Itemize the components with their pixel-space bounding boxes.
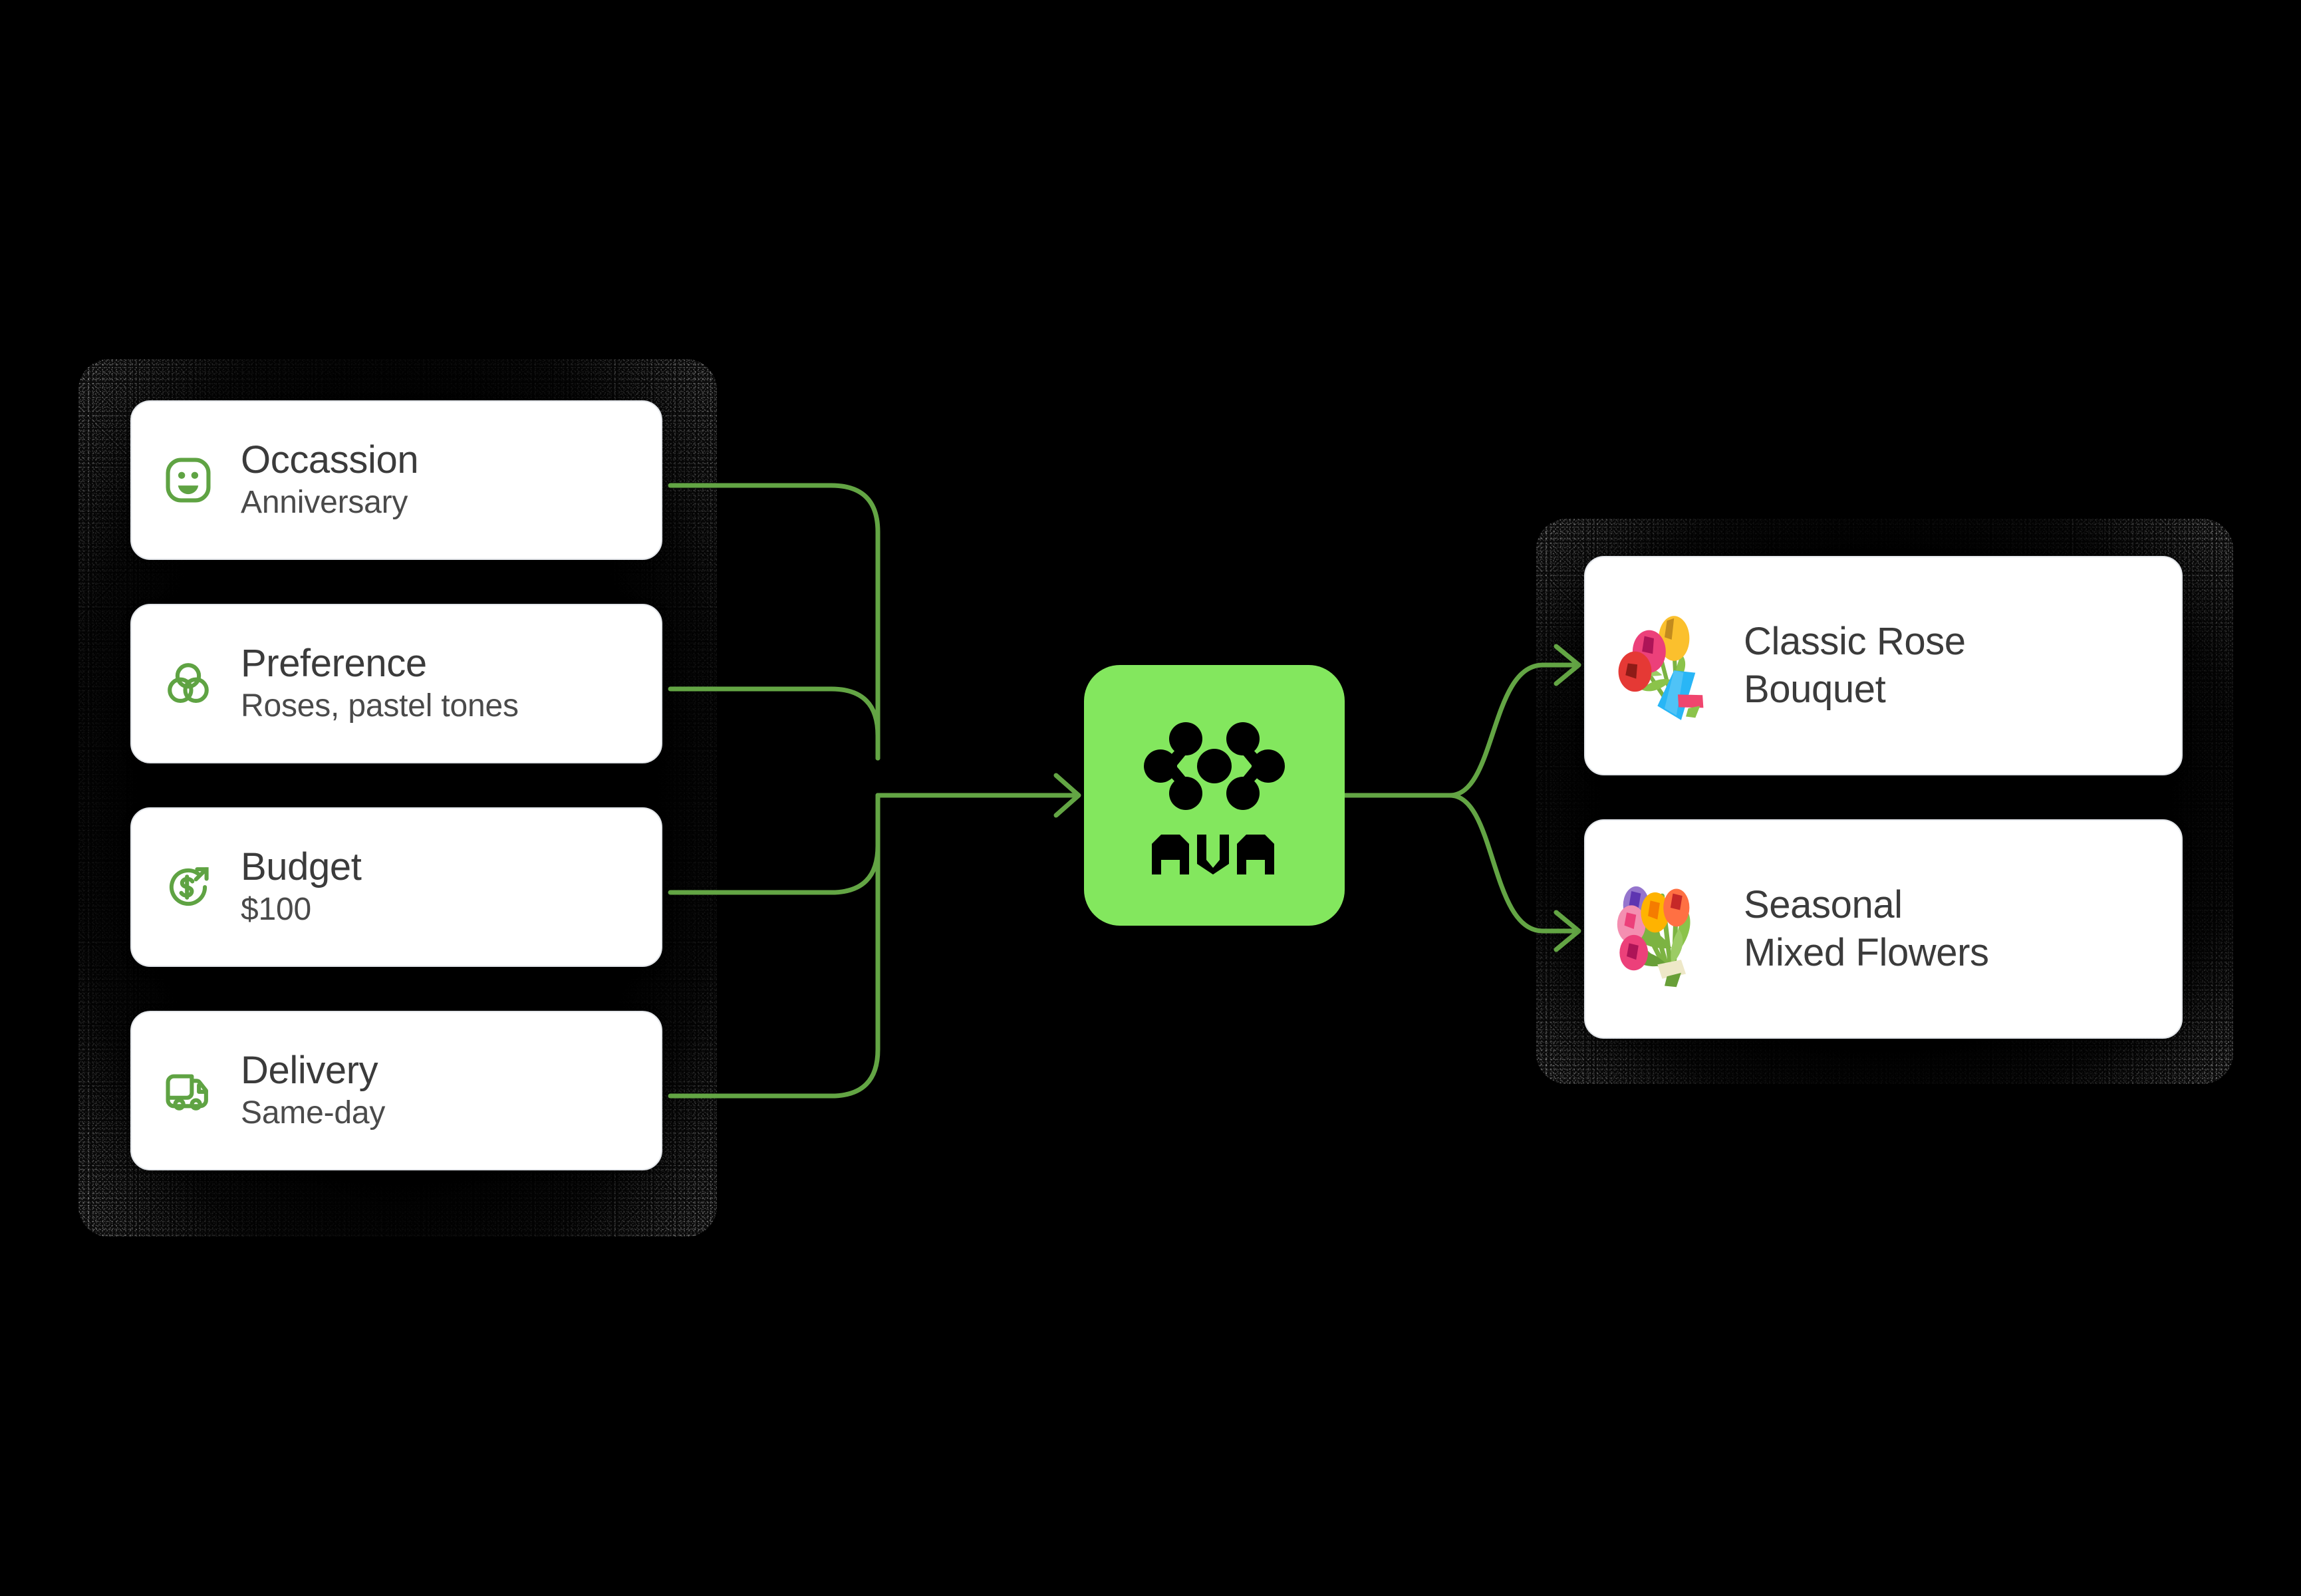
input-card-title: Budget <box>241 845 362 888</box>
input-card-text: Budget $100 <box>241 845 362 928</box>
smiley-face-icon <box>160 452 217 509</box>
input-card-title: Occassion <box>241 438 419 481</box>
input-card-text: Delivery Same-day <box>241 1048 386 1131</box>
input-card-value: Same-day <box>241 1095 386 1131</box>
input-card-value: Roses, pastel tones <box>241 688 519 724</box>
input-card-text: Occassion Anniversary <box>241 438 419 521</box>
output-card-title-line2: Mixed Flowers <box>1744 931 1989 974</box>
ava-molecule-icon <box>1144 722 1285 810</box>
output-card-title-line1: Classic Rose <box>1744 620 1966 664</box>
input-card-title: Delivery <box>241 1048 378 1092</box>
ava-wordmark <box>1152 835 1274 874</box>
delivery-truck-icon <box>160 1062 217 1119</box>
output-card-seasonal-mixed[interactable]: Seasonal Mixed Flowers <box>1584 819 2183 1039</box>
output-card-title-line2: Bouquet <box>1744 668 1886 711</box>
output-card-classic-rose[interactable]: Classic Rose Bouquet <box>1584 556 2183 775</box>
input-card-text: Preference Roses, pastel tones <box>241 641 519 724</box>
input-card-delivery[interactable]: Delivery Same-day <box>130 1011 662 1170</box>
arrowhead-into-ava <box>1053 773 1081 818</box>
input-card-preference[interactable]: Preference Roses, pastel tones <box>130 604 662 763</box>
input-card-occassion[interactable]: Occassion Anniversary <box>130 400 662 560</box>
input-card-value: Anniversary <box>241 485 408 521</box>
output-panel-cards: Classic Rose Bouquet <box>1536 519 2233 1084</box>
output-card-title-line1: Seasonal <box>1744 883 1903 927</box>
input-card-value: $100 <box>241 892 311 928</box>
output-card-title: Classic Rose Bouquet <box>1744 618 1966 714</box>
bouquet-emoji <box>1605 606 1724 725</box>
input-card-title: Preference <box>241 641 427 685</box>
ava-agent-node[interactable] <box>1084 665 1345 926</box>
dollar-growth-icon <box>160 859 217 916</box>
output-card-title: Seasonal Mixed Flowers <box>1744 881 1989 977</box>
three-circles-icon <box>160 655 217 712</box>
tulips-emoji <box>1605 870 1724 988</box>
input-card-budget[interactable]: Budget $100 <box>130 807 662 967</box>
input-panel-cards: Occassion Anniversary Preference Roses, … <box>78 359 717 1237</box>
